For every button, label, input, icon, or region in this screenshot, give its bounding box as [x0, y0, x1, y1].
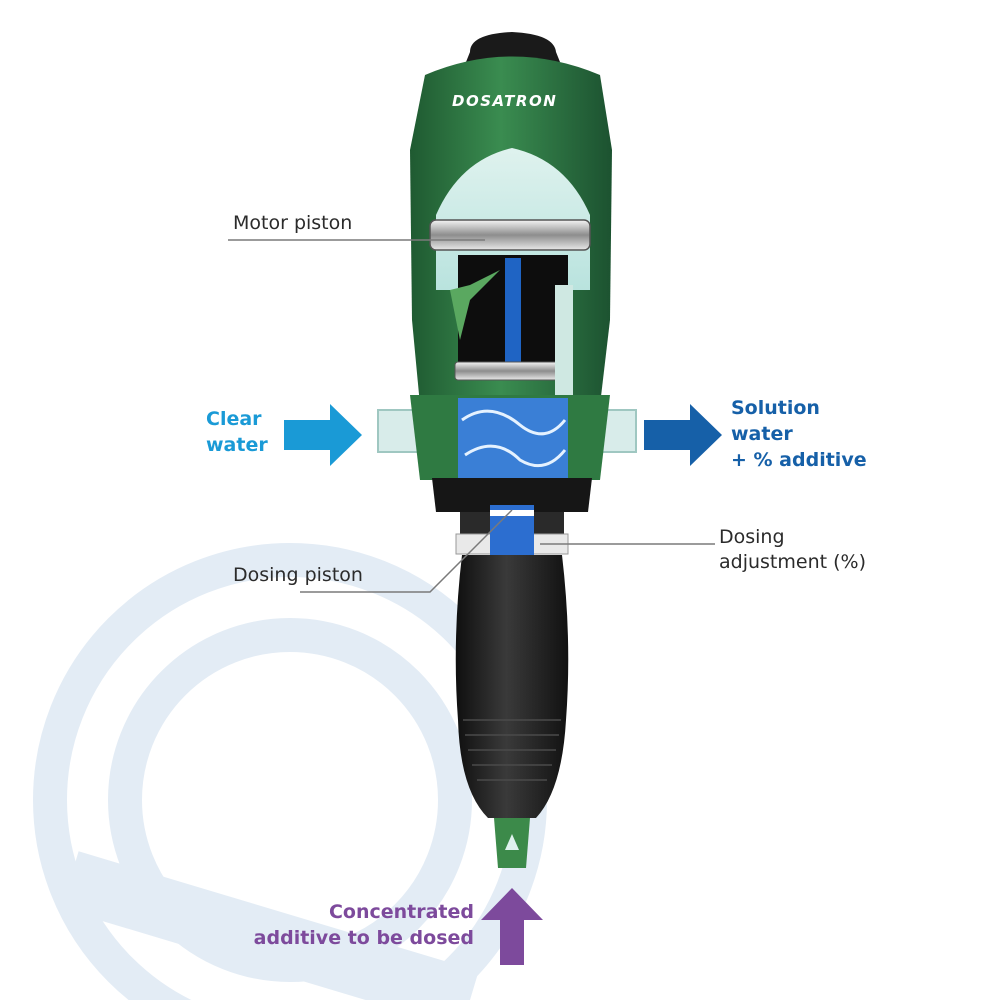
additive-line-1: Concentrated — [328, 901, 474, 923]
background-logo-stem — [61, 851, 479, 1000]
solution-water-arrow-icon — [644, 404, 722, 466]
lower-black-cone — [455, 555, 569, 818]
lower-piston-ring — [454, 361, 568, 381]
flow-label-solution-water: Solution water + % additive — [731, 395, 867, 473]
cone-grip-ridges — [463, 719, 561, 781]
piston-rod — [505, 258, 521, 370]
black-body-collar — [432, 478, 592, 512]
cutaway-wall-right — [555, 285, 573, 405]
flow-label-clear-water: Clear water — [206, 406, 268, 458]
additive-line-2: additive to be dosed — [253, 927, 474, 949]
motor-chamber-water — [436, 148, 590, 290]
dosing-piston-disc — [490, 510, 534, 516]
leader-dosing-piston — [300, 509, 513, 593]
suction-nozzle-arrow — [505, 834, 519, 850]
solution-water-line-2: water — [731, 423, 793, 445]
mixing-swirls — [461, 409, 567, 468]
label-motor-piston: Motor piston — [233, 212, 353, 234]
mixing-chamber-water — [458, 398, 568, 478]
clear-water-arrow-icon — [284, 404, 362, 466]
leader-lines — [228, 239, 715, 593]
label-dosing-adjustment: Dosing adjustment (%) — [719, 525, 866, 575]
cutaway-flow-blades — [450, 270, 500, 340]
label-dosing-adjustment-line-2: adjustment (%) — [719, 551, 866, 573]
top-cap — [466, 32, 560, 62]
flow-label-concentrated-additive: Concentrated additive to be dosed — [246, 899, 474, 951]
label-dosing-piston: Dosing piston — [233, 564, 363, 586]
brand-logo-text: DOSATRON — [452, 92, 558, 110]
clear-water-line-2: water — [206, 434, 268, 456]
additive-arrow-icon — [481, 888, 543, 965]
clear-water-line-1: Clear — [206, 408, 262, 430]
label-dosing-adjustment-line-1: Dosing — [719, 526, 785, 548]
solution-water-line-3: + % additive — [731, 449, 867, 471]
motor-piston-ring — [429, 219, 591, 251]
solution-water-line-1: Solution — [731, 397, 820, 419]
